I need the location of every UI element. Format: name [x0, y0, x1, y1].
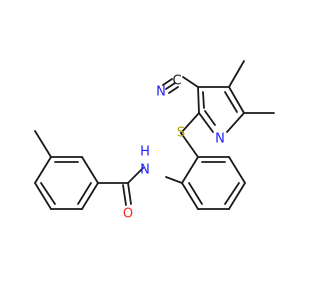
bond: [40, 182, 56, 205]
bond: [181, 182, 199, 210]
molecule-svg: N C S N N H O: [34, 60, 275, 222]
amide-n-label: N: [140, 163, 150, 178]
bond: [188, 182, 203, 205]
bond: [168, 86, 179, 94]
bond: [180, 112, 200, 134]
bond: [224, 91, 238, 113]
bond: [224, 182, 240, 205]
bond: [228, 182, 246, 210]
sulfur-label: S: [177, 126, 185, 141]
bond: [165, 176, 183, 184]
bond: [182, 76, 199, 88]
structure-diagram: N C S N N H O: [34, 60, 275, 222]
bond: [77, 182, 92, 205]
bond: [202, 91, 205, 109]
bond: [34, 182, 52, 210]
bond: [127, 182, 132, 205]
carbonyl-o-label: O: [123, 207, 133, 222]
bond: [34, 130, 52, 158]
bond: [81, 182, 99, 210]
amide-h-label: H: [140, 145, 150, 160]
bond: [34, 156, 52, 184]
bond: [122, 184, 127, 206]
atom-labels: N C S N N H O: [123, 74, 225, 222]
bond: [197, 86, 200, 114]
bond: [204, 110, 216, 126]
bond: [228, 86, 245, 114]
bond: [228, 156, 246, 184]
bond: [226, 112, 245, 133]
bond: [181, 156, 199, 184]
bond: [228, 60, 245, 88]
bond: [165, 82, 176, 90]
nitrile-n-label: N: [156, 85, 166, 100]
bond: [81, 156, 99, 184]
nitrile-c-label: C: [172, 74, 181, 89]
bond: [180, 132, 199, 158]
bond: [127, 167, 144, 184]
bond: [162, 78, 173, 86]
bond: [198, 112, 214, 133]
bonds: [34, 60, 275, 210]
pyridine-n-label: N: [215, 132, 225, 147]
